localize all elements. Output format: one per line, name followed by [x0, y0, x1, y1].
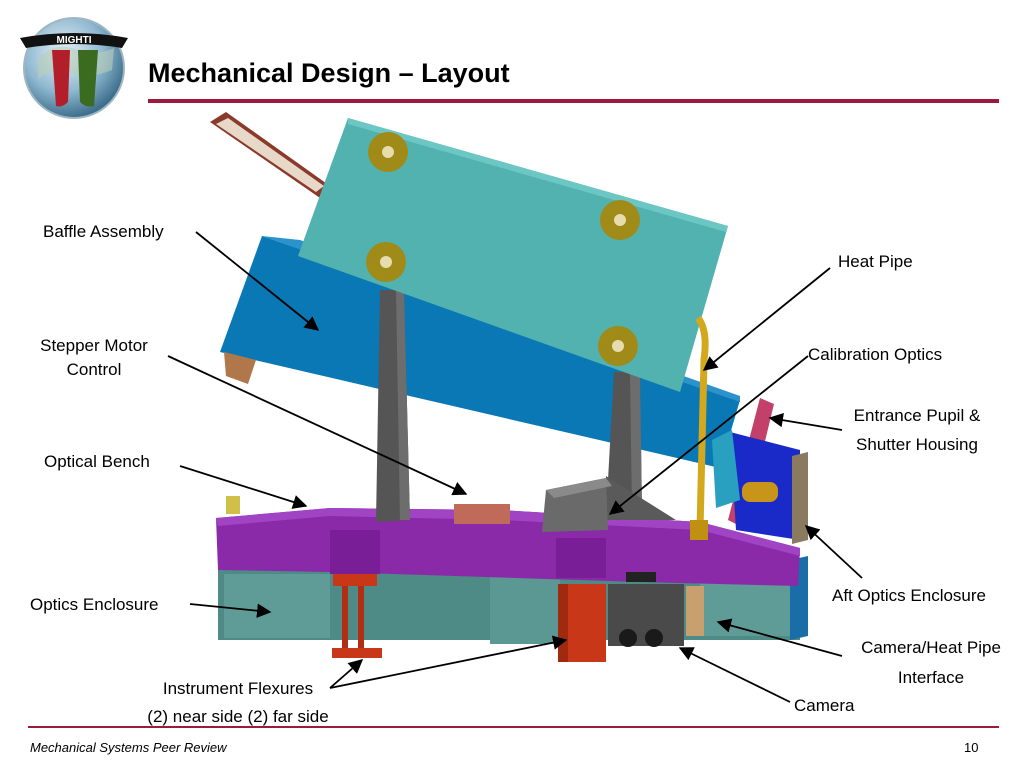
baffle-top-plate: [298, 118, 728, 392]
footer-divider: [28, 726, 999, 728]
label-camera-heat-pipe-line1: Camera/Heat Pipe: [861, 638, 1001, 657]
label-camera: Camera: [794, 696, 855, 715]
entrance-pupil-shape: [712, 398, 808, 544]
label-stepper-motor-line2: Control: [66, 360, 122, 379]
label-baffle-assembly: Baffle Assembly: [43, 222, 164, 241]
camera-shape: [608, 572, 704, 647]
title-divider: [148, 99, 999, 103]
label-camera-heat-pipe-line2: Interface: [897, 668, 965, 687]
label-entrance-pupil-line1: Entrance Pupil &: [853, 406, 981, 425]
label-stepper-motor-control: Stepper Motor Control: [30, 334, 158, 382]
mighti-logo: MIGHTI: [20, 17, 128, 119]
label-instrument-flexures-line1: Instrument Flexures: [162, 679, 314, 698]
label-instrument-flexures: Instrument Flexures (2) near side (2) fa…: [110, 675, 366, 731]
label-optical-bench: Optical Bench: [44, 452, 150, 471]
label-entrance-pupil: Entrance Pupil & Shutter Housing: [836, 401, 998, 459]
label-camera-heat-pipe-interface: Camera/Heat Pipe Interface: [846, 633, 1016, 693]
page-title: Mechanical Design – Layout: [148, 58, 510, 88]
label-stepper-motor-line1: Stepper Motor: [40, 336, 148, 355]
logo-text: MIGHTI: [57, 35, 92, 46]
stepper-motor-box: [454, 504, 510, 524]
calibration-optics-box: [542, 478, 612, 532]
footer-text: Mechanical Systems Peer Review: [30, 740, 227, 755]
label-instrument-flexures-line2: (2) near side (2) far side: [147, 707, 329, 726]
leader-lines: [167, 231, 863, 703]
label-calibration-optics: Calibration Optics: [808, 345, 943, 364]
page-number: 10: [964, 740, 979, 755]
label-entrance-pupil-line2: Shutter Housing: [856, 435, 978, 454]
label-aft-optics-enclosure: Aft Optics Enclosure: [832, 586, 987, 605]
label-heat-pipe: Heat Pipe: [838, 252, 913, 271]
baffle-arm: [210, 112, 330, 198]
label-optics-enclosure: Optics Enclosure: [30, 595, 159, 614]
